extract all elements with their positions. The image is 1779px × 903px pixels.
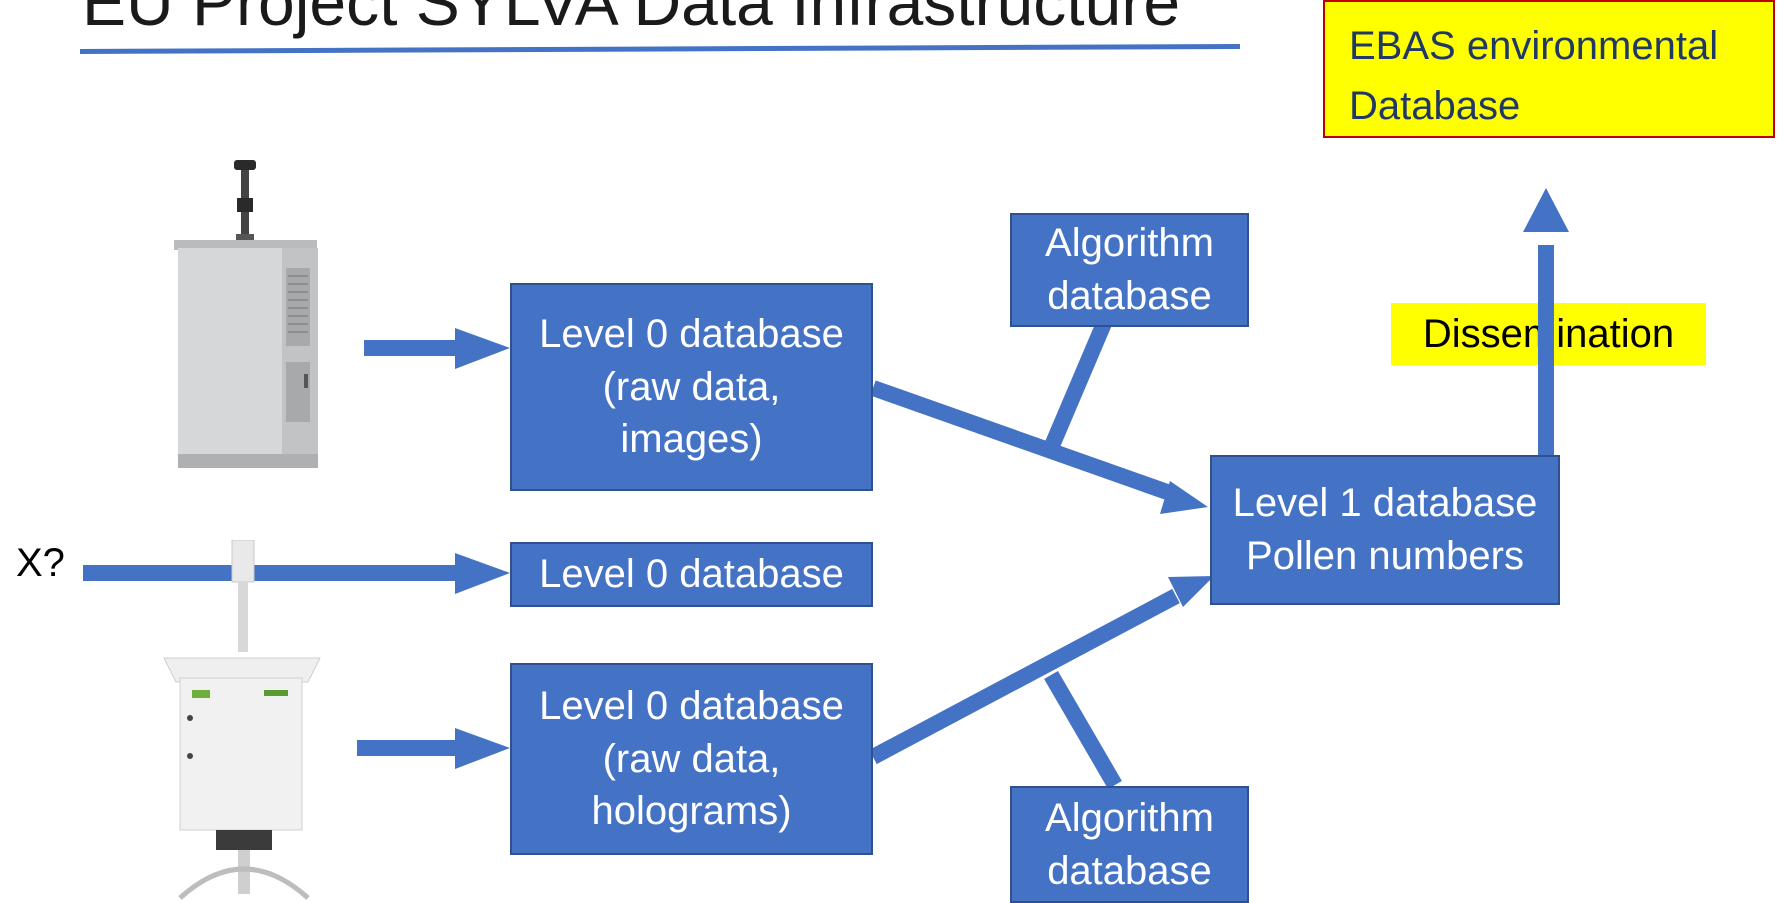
level0-holograms-line-2: (raw data, [602,736,781,781]
arrow-x-to-level0 [83,553,510,594]
level1-line-1: Level 1 database [1232,481,1538,526]
algorithm-bottom-line-2: database [1047,848,1212,893]
level0-images-database-box: Level 0 database (raw data, images) [510,283,873,491]
page-title: EU Project SYLVA Data Infrastructure [82,0,1181,39]
arrow-cabinet-to-level0 [364,328,510,369]
algorithm-top-line-1: Algorithm [1045,221,1214,266]
algorithm-database-top-box: Algorithm database [1010,213,1249,327]
outdoor-cabinet-sampler-image [174,160,318,468]
arrowhead-ebas [1523,188,1569,232]
level0-holograms-database-box: Level 0 database (raw data, holograms) [510,663,873,855]
algorithm-bottom-line-1: Algorithm [1045,795,1214,840]
algorithm-top-line-2: database [1047,274,1212,318]
level0-database-box: Level 0 database [510,542,873,607]
unknown-input-label: X? [16,541,65,585]
arrow-pole-to-level0 [357,728,510,769]
level0-images-line-1: Level 0 database [539,311,844,356]
level0-images-line-3: images) [620,417,763,462]
ebas-database-box: EBAS environmental Database [1323,0,1775,138]
arrow-level0-images-to-level1 [870,380,1173,501]
connector-algorithm-bottom [1044,670,1122,790]
ebas-line-2: Database [1349,84,1521,128]
level1-line-2: Pollen numbers [1246,534,1524,578]
algorithm-database-bottom-box: Algorithm database [1010,786,1249,903]
arrowhead-level1-top [1160,481,1208,514]
arrowhead-level1-bottom [1168,576,1214,607]
arrow-level0-holograms-to-level1 [869,588,1180,765]
level0-holograms-line-3: holograms) [591,789,792,834]
level0-images-line-2: (raw data, [602,364,781,409]
ebas-line-1: EBAS environmental [1349,24,1719,68]
pole-mounted-sampler-image [163,540,321,900]
level1-database-box: Level 1 database Pollen numbers [1210,455,1560,605]
level0-plain-label: Level 0 database [539,552,844,597]
level0-holograms-line-1: Level 0 database [539,683,844,728]
